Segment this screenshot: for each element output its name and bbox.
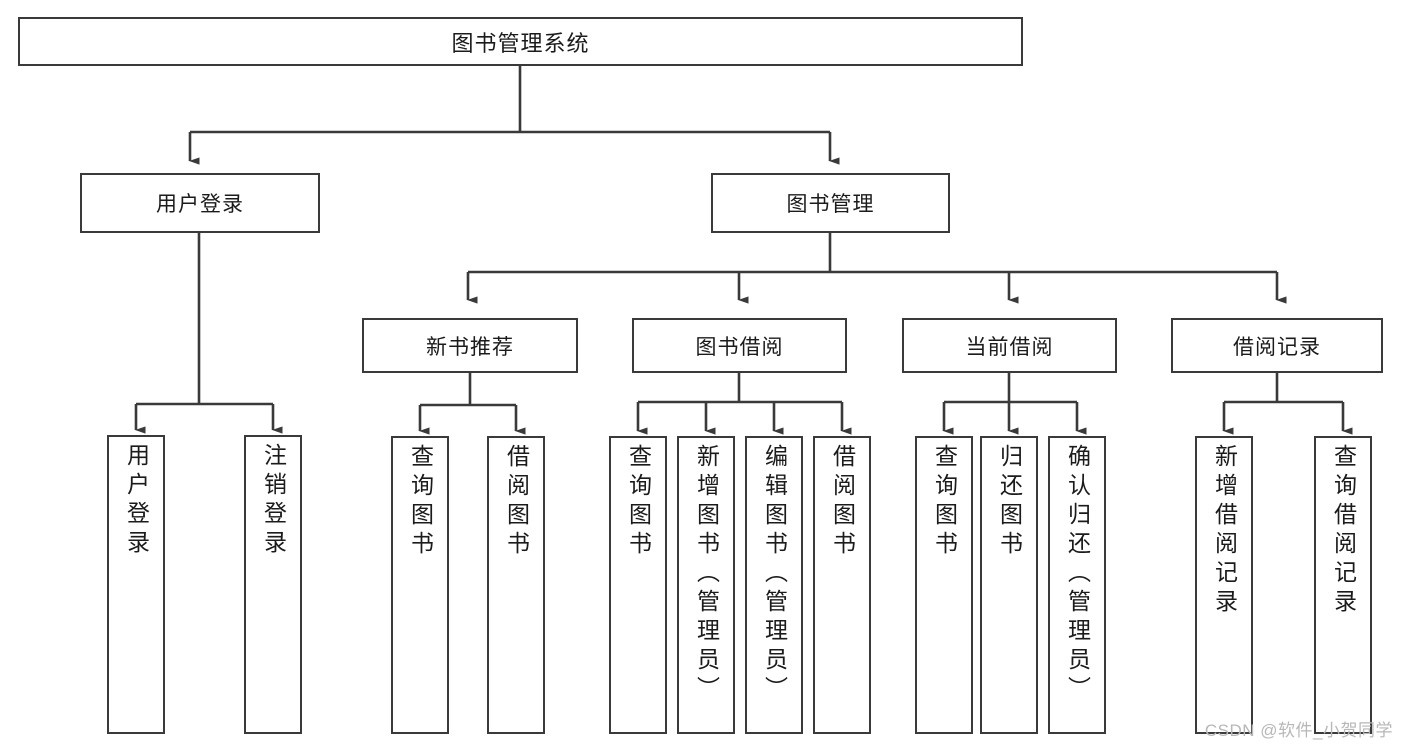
leaf-current-borrow-query-label: 查询图书	[931, 444, 958, 560]
node-book-management-label: 图书管理	[786, 193, 875, 216]
leaf-borrow-record-query[interactable]: 查询借阅记录	[1314, 436, 1372, 734]
node-current-borrow-label: 当前借阅	[965, 335, 1054, 359]
leaf-book-borrow-add-label: 新增图书（管理员）	[693, 444, 720, 705]
node-root[interactable]: 图书管理系统	[18, 17, 1023, 66]
leaf-book-borrow-borrow-label: 借阅图书	[829, 444, 856, 560]
node-new-book-recommend-label: 新书推荐	[426, 335, 514, 359]
node-new-book-recommend[interactable]: 新书推荐	[362, 318, 578, 373]
leaf-current-borrow-return-label: 归还图书	[996, 444, 1023, 560]
node-root-label: 图书管理系统	[451, 30, 590, 56]
leaf-book-borrow-add[interactable]: 新增图书（管理员）	[677, 436, 735, 734]
leaf-book-borrow-edit[interactable]: 编辑图书（管理员）	[745, 436, 803, 734]
node-book-borrow-label: 图书借阅	[695, 335, 784, 359]
leaf-book-borrow-borrow[interactable]: 借阅图书	[813, 436, 871, 734]
node-user-login[interactable]: 用户登录	[80, 173, 320, 233]
leaf-book-borrow-query-label: 查询图书	[625, 444, 652, 560]
leaf-user-login-logout-label: 注销登录	[260, 443, 287, 559]
leaf-book-borrow-query[interactable]: 查询图书	[609, 436, 667, 734]
node-borrow-record-label: 借阅记录	[1233, 335, 1321, 359]
leaf-new-book-borrow[interactable]: 借阅图书	[487, 436, 545, 734]
leaf-current-borrow-return[interactable]: 归还图书	[980, 436, 1038, 734]
node-book-management[interactable]: 图书管理	[711, 173, 950, 233]
leaf-book-borrow-edit-label: 编辑图书（管理员）	[761, 444, 788, 705]
node-borrow-record[interactable]: 借阅记录	[1171, 318, 1383, 373]
leaf-user-login-login[interactable]: 用户登录	[107, 435, 165, 734]
leaf-user-login-logout[interactable]: 注销登录	[244, 435, 302, 734]
leaf-new-book-borrow-label: 借阅图书	[503, 444, 530, 560]
node-current-borrow[interactable]: 当前借阅	[902, 318, 1117, 373]
leaf-borrow-record-add[interactable]: 新增借阅记录	[1195, 436, 1253, 734]
leaf-new-book-query[interactable]: 查询图书	[391, 436, 449, 734]
leaf-borrow-record-add-label: 新增借阅记录	[1211, 444, 1238, 618]
leaf-current-borrow-query[interactable]: 查询图书	[915, 436, 973, 734]
node-book-borrow[interactable]: 图书借阅	[632, 318, 847, 373]
leaf-user-login-login-label: 用户登录	[123, 443, 150, 559]
node-user-login-label: 用户登录	[156, 193, 244, 216]
leaf-new-book-query-label: 查询图书	[407, 444, 434, 560]
leaf-current-borrow-confirm[interactable]: 确认归还（管理员）	[1048, 436, 1106, 734]
leaf-borrow-record-query-label: 查询借阅记录	[1330, 444, 1357, 618]
leaf-current-borrow-confirm-label: 确认归还（管理员）	[1064, 444, 1091, 705]
